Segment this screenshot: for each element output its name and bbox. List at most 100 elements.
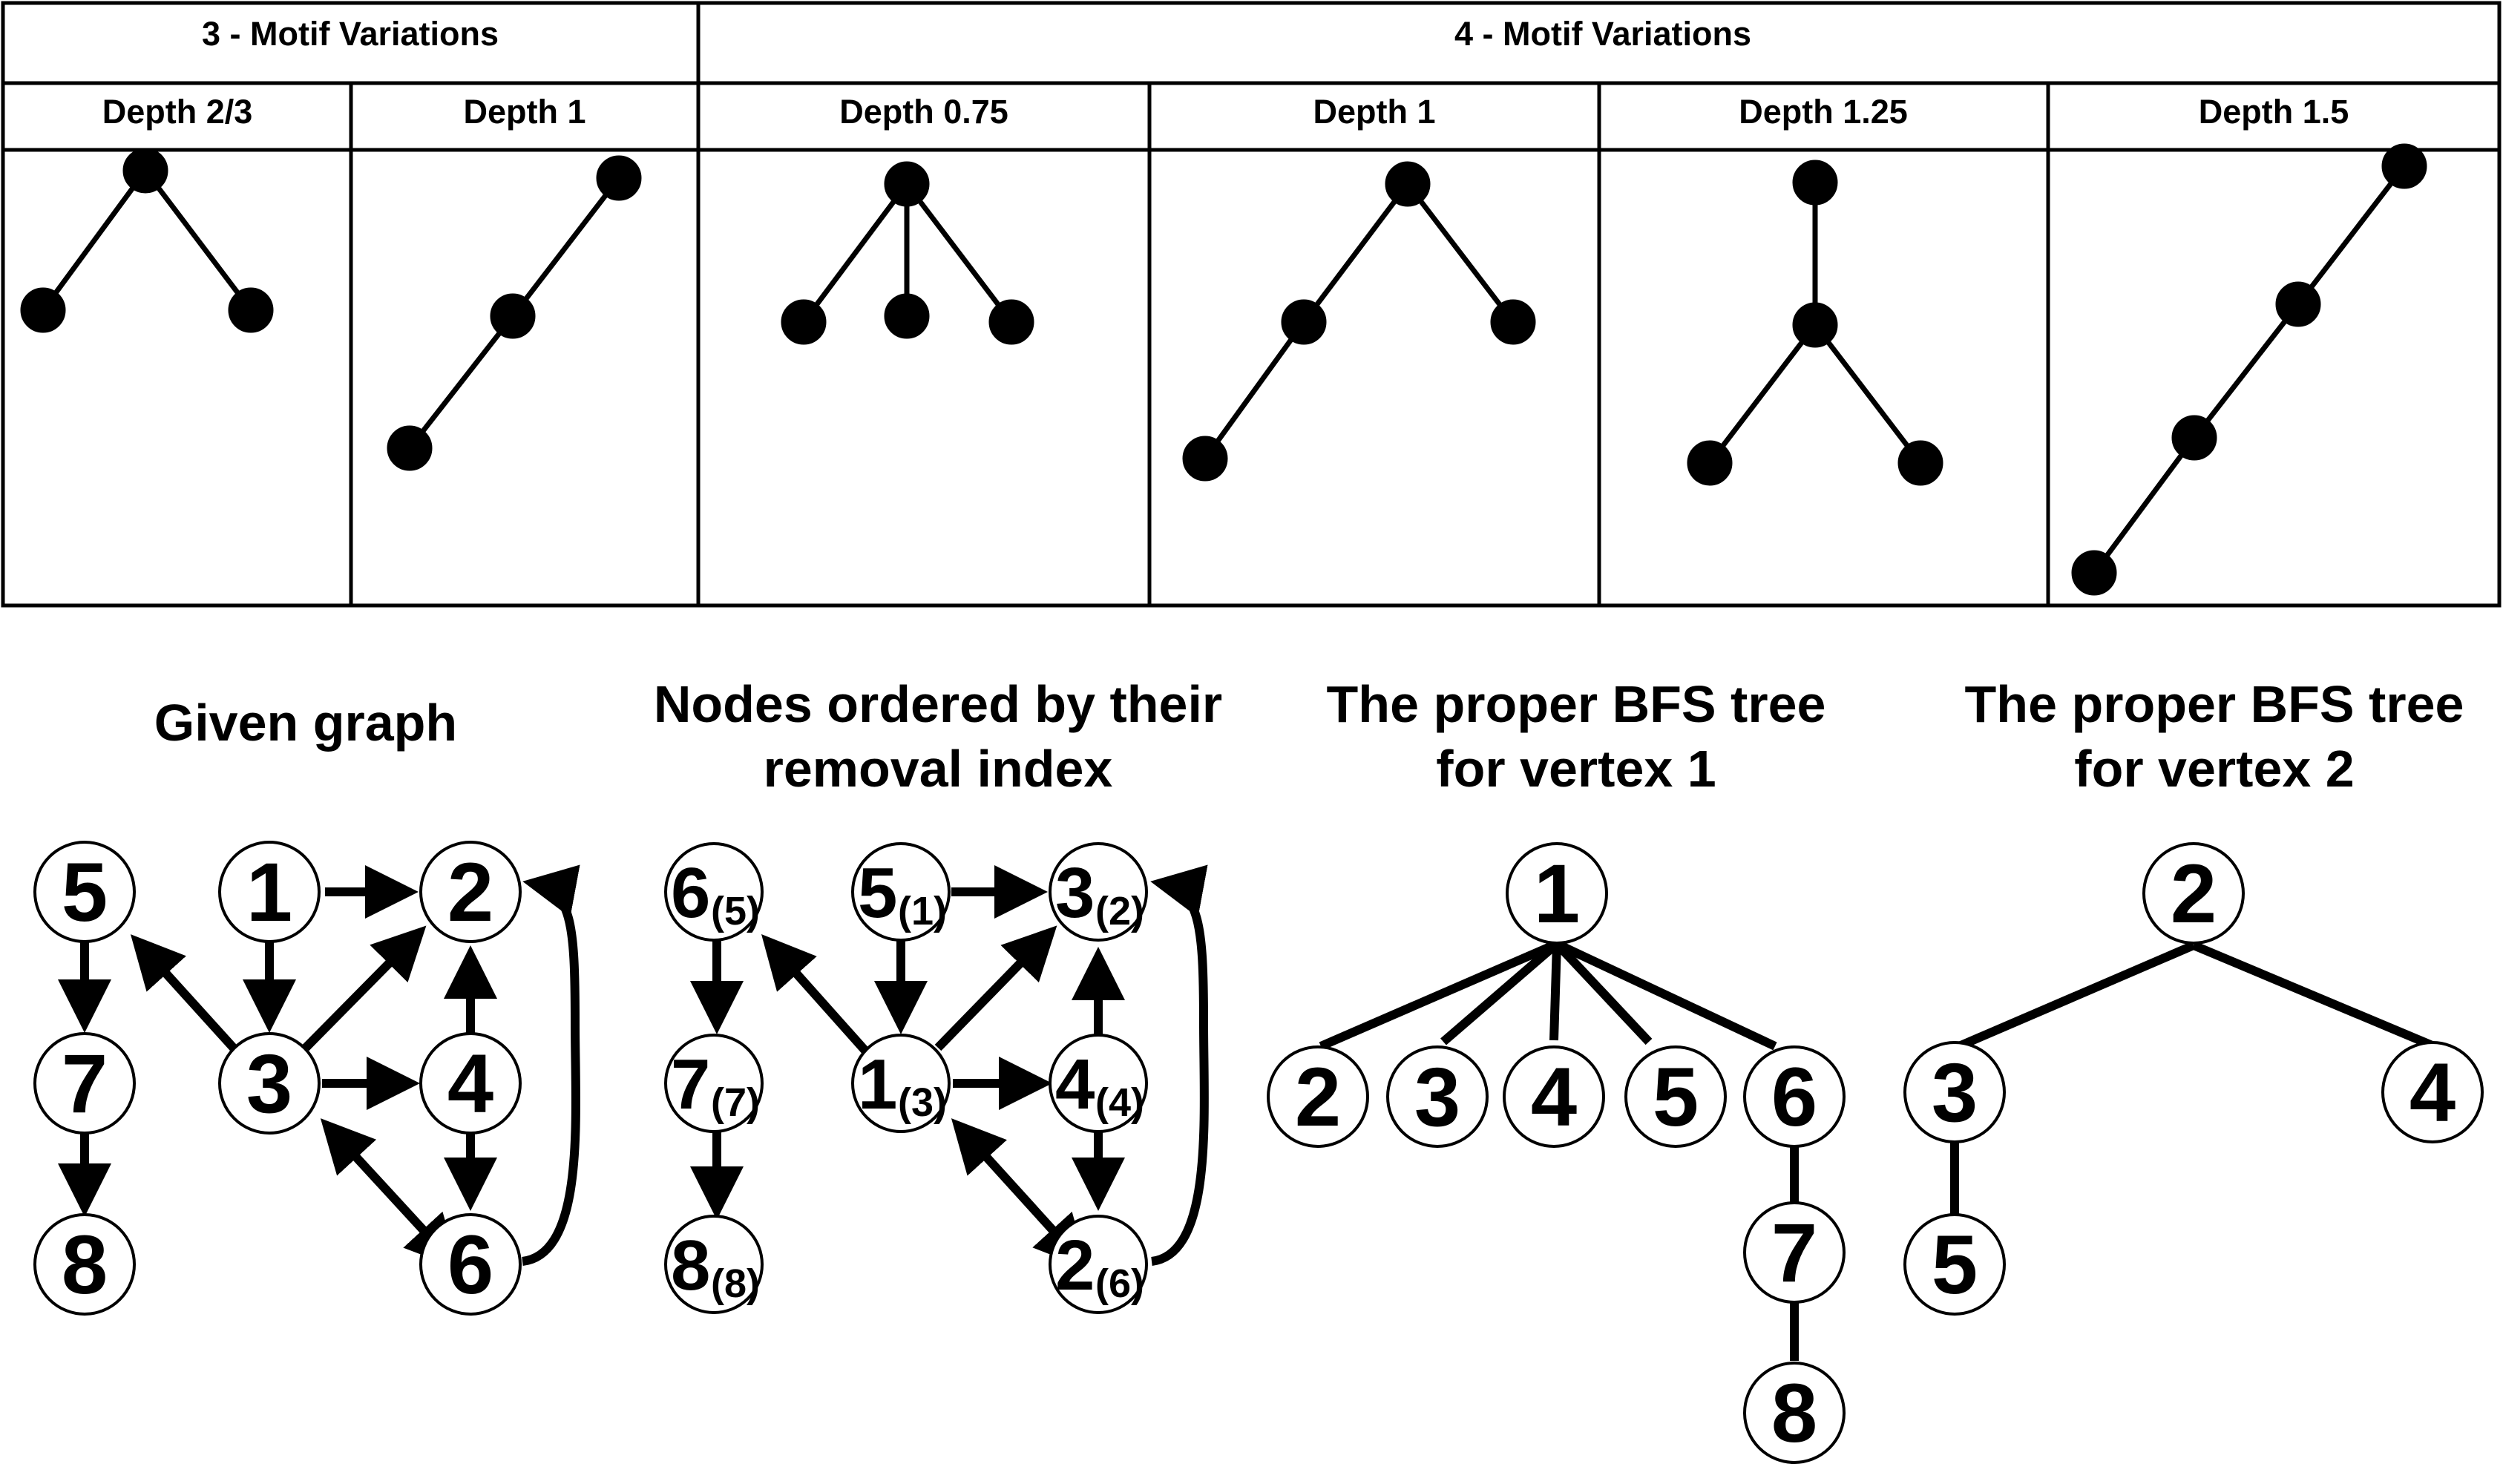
tree-edge <box>1440 940 1560 1045</box>
given-graph: 5 1 2 7 3 4 8 6 <box>33 841 580 1316</box>
tree-node-label: 7 <box>1771 1206 1817 1299</box>
motif-edge <box>2296 164 2407 306</box>
motif-edge <box>143 168 253 312</box>
graph-node-label: 4 <box>447 1037 493 1130</box>
panel-title-bfs-vertex-1: The proper BFS tree <box>1327 675 1826 733</box>
motif-3-depth-1 <box>387 155 642 471</box>
motif-edge <box>407 314 515 450</box>
tree-node <box>1743 1201 1846 1304</box>
motif-node <box>988 299 1034 345</box>
motif-node <box>2071 550 2117 596</box>
group-header-3-motif: 3 - Motif Variations <box>202 15 499 53</box>
graph-node-index: (6) <box>1095 1261 1144 1306</box>
graph-node-label: 3 <box>1055 853 1095 933</box>
graph-edge-curved <box>1150 864 1209 1266</box>
graph-node <box>851 842 951 942</box>
graph-node-label: 8 <box>671 1226 710 1305</box>
motif-edge <box>801 182 909 324</box>
motif-node <box>884 293 930 339</box>
panel-title-removal-order: removal index <box>764 740 1113 798</box>
tree-node <box>1743 1045 1846 1148</box>
tree-node-label: 2 <box>1295 1051 1341 1143</box>
panel-title-given-graph: Given graph <box>154 694 457 752</box>
motif-node <box>2275 281 2321 327</box>
tree-node-label: 6 <box>1771 1051 1817 1143</box>
motif-4-depth-1 <box>1182 161 1536 482</box>
graph-node-label: 4 <box>1055 1045 1095 1124</box>
graph-node <box>1049 842 1148 942</box>
panel-title-removal-order: Nodes ordered by their <box>654 675 1222 733</box>
motif-node <box>2381 143 2427 189</box>
graph-node-index: (8) <box>711 1261 760 1306</box>
motif-node <box>1490 299 1536 345</box>
graph-node-label: 5 <box>62 846 108 939</box>
graph-node-index: (3) <box>898 1080 947 1125</box>
graph-node-index: (4) <box>1095 1080 1144 1125</box>
column-header: Depth 1.25 <box>1739 93 1908 131</box>
graph-node-label: 8 <box>62 1218 108 1311</box>
graph-node <box>664 1034 764 1133</box>
tree-node-label: 8 <box>1771 1367 1817 1460</box>
graph-node <box>851 1034 951 1133</box>
tree-node <box>1743 1362 1846 1464</box>
motif-3-depth-2-3 <box>20 148 274 333</box>
graph-edge <box>130 934 240 1054</box>
graph-node-label: 7 <box>62 1037 108 1130</box>
motif-4-depth-1-5 <box>2071 143 2427 596</box>
motif-4-depth-0-75 <box>781 161 1034 345</box>
graph-node <box>1049 1034 1148 1133</box>
graph-node <box>664 1215 764 1314</box>
motif-edge <box>511 176 621 318</box>
panel-title-bfs-vertex-1: for vertex 1 <box>1436 740 1716 798</box>
motif-node <box>228 287 274 333</box>
graph-node <box>33 841 136 943</box>
column-header: Depth 1 <box>1313 93 1435 131</box>
graph-node-label: 7 <box>671 1045 710 1124</box>
motif-node <box>596 155 642 201</box>
graph-node-label: 5 <box>858 853 897 933</box>
motif-edge <box>2192 302 2300 440</box>
graph-node <box>218 841 321 943</box>
tree-edge <box>1555 939 1777 1051</box>
graph-edge <box>302 925 427 1051</box>
graph-edge-bidirectional <box>320 1118 459 1270</box>
graph-node-index: (7) <box>711 1080 760 1125</box>
motif-node <box>387 425 433 471</box>
motif-node <box>1385 161 1431 207</box>
graph-node <box>419 841 522 943</box>
graph-node <box>218 1032 321 1135</box>
tree-node-label: 3 <box>1932 1046 1978 1139</box>
motif-node <box>781 299 827 345</box>
column-header: Depth 1.5 <box>2199 93 2349 131</box>
graph-node-label: 2 <box>1055 1226 1095 1305</box>
graph-node <box>1049 1215 1148 1314</box>
tree-edge <box>1319 939 1559 1051</box>
graph-node <box>419 1032 522 1135</box>
bfs-tree-vertex-1: 1 2 3 4 5 6 7 8 <box>1267 842 1846 1464</box>
tree-node <box>2142 842 2245 945</box>
graph-edge <box>934 925 1057 1051</box>
tree-node-label: 4 <box>1531 1051 1577 1143</box>
tree-node <box>1903 1213 2006 1316</box>
tree-node-label: 4 <box>2409 1046 2456 1139</box>
tree-node-label: 3 <box>1414 1051 1460 1143</box>
tree-node <box>1624 1045 1727 1148</box>
tree-edge <box>2191 941 2436 1051</box>
graph-node-label: 6 <box>447 1218 493 1311</box>
bfs-tree-vertex-2: 2 3 4 5 <box>1903 842 2484 1316</box>
motif-edge <box>1203 320 1306 461</box>
graph-node <box>419 1213 522 1316</box>
graph-node-label: 2 <box>447 846 493 939</box>
tree-node-label: 5 <box>1653 1051 1699 1143</box>
panel-title-bfs-vertex-2: for vertex 2 <box>2074 740 2354 798</box>
motif-node <box>490 293 536 339</box>
motif-node <box>20 287 66 333</box>
panel-title-bfs-vertex-2: The proper BFS tree <box>1965 675 2464 733</box>
tree-node <box>1503 1045 1605 1148</box>
motif-node <box>122 148 168 194</box>
motif-4-depth-1-25 <box>1687 160 1943 486</box>
motif-node <box>884 161 930 207</box>
motif-node <box>1792 302 1838 348</box>
graph-node <box>33 1032 136 1135</box>
